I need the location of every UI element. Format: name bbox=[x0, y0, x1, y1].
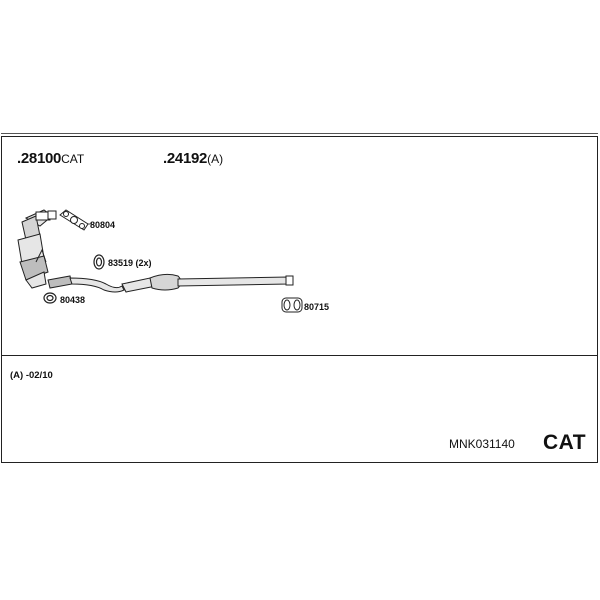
label-ring: 80438 bbox=[60, 295, 86, 305]
part-number-catalyst: .28100CAT bbox=[17, 150, 84, 167]
clamp-drawing bbox=[93, 254, 105, 270]
gasket-drawing bbox=[59, 209, 89, 231]
label-gasket: 80804 bbox=[90, 220, 116, 230]
hanger-drawing bbox=[281, 297, 303, 313]
part-number-pipe-value: .24192 bbox=[163, 150, 208, 167]
validity-note: (A) -02/10 bbox=[10, 370, 53, 381]
section-divider bbox=[1, 355, 598, 356]
kit-code: MNK031140 bbox=[449, 437, 515, 451]
part-number-catalyst-suffix: CAT bbox=[61, 152, 85, 166]
part-number-pipe-suffix: (A) bbox=[207, 152, 224, 166]
part-number-pipe: .24192(A) bbox=[163, 150, 223, 167]
diagram-frame bbox=[1, 136, 598, 463]
catalytic-converter-drawing bbox=[17, 209, 57, 289]
ring-drawing bbox=[43, 292, 57, 304]
top-rule bbox=[1, 133, 598, 134]
type-label: CAT bbox=[543, 431, 587, 454]
label-clamp: 83519 (2x) bbox=[108, 258, 152, 268]
exhaust-pipe-drawing bbox=[47, 273, 294, 293]
label-hanger: 80715 bbox=[304, 302, 330, 312]
part-number-catalyst-value: .28100 bbox=[17, 150, 62, 167]
